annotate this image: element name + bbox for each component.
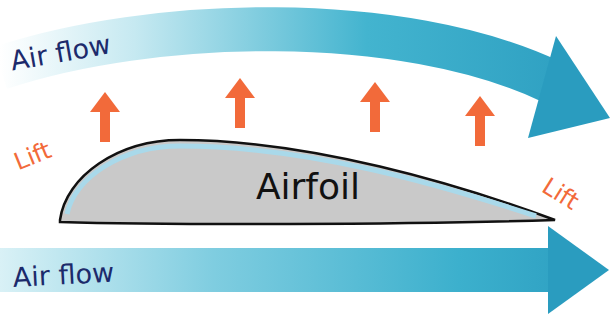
lift-arrow bbox=[90, 92, 120, 142]
top-airflow-head bbox=[528, 36, 610, 138]
bottom-airflow-head bbox=[548, 226, 609, 314]
top-airflow-band bbox=[0, 29, 552, 82]
lift-arrows bbox=[90, 78, 495, 146]
lift-arrow bbox=[360, 82, 390, 132]
lift-arrow bbox=[225, 78, 255, 128]
lift-label: Lift bbox=[10, 136, 55, 176]
airfoil-shape: Airfoil bbox=[58, 132, 558, 228]
bottom-airflow-band bbox=[0, 248, 552, 292]
airfoil-label: Airfoil bbox=[58, 166, 558, 207]
airflow-label: Air flow bbox=[12, 257, 115, 293]
lift-label: Lift bbox=[537, 172, 584, 216]
lift-arrow bbox=[465, 96, 495, 146]
